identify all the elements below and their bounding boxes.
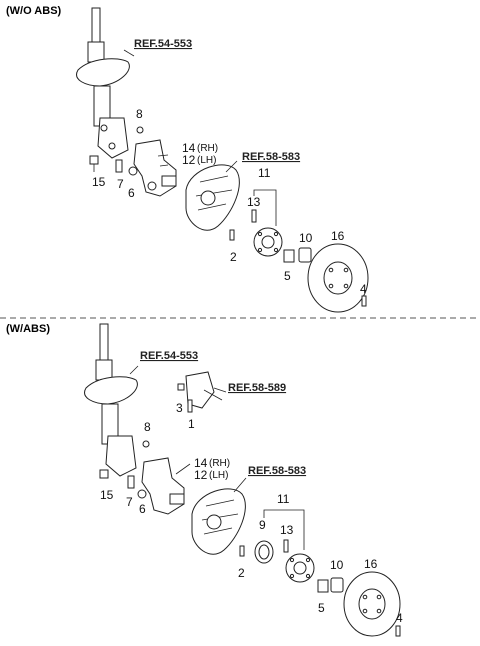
section-without-abs: (W/O ABS) [6, 5, 369, 313]
dust-cover-abs [191, 488, 246, 555]
label-11: 11 [258, 166, 271, 180]
label-4: 4 [360, 282, 367, 296]
hub [253, 227, 283, 257]
ref-strut: REF.54-553 [134, 38, 192, 50]
hub-bolt-13 [251, 209, 257, 223]
label-12-abs: 12 [194, 468, 208, 482]
bolt-15-abs [99, 469, 109, 479]
sensor-1 [187, 399, 193, 413]
brake-disc [307, 243, 369, 313]
label-13: 13 [247, 195, 261, 209]
label-2: 2 [230, 250, 237, 264]
leader-lines-section-1 [123, 49, 238, 173]
label-15: 15 [92, 175, 106, 189]
label-5: 5 [284, 269, 291, 283]
label-3-abs: 3 [176, 401, 183, 415]
hub-bolt-13-abs [283, 539, 289, 553]
steering-knuckle [133, 139, 177, 197]
bolt-7-abs [127, 475, 135, 489]
brake-disc-abs [343, 571, 401, 637]
screw-4-abs [395, 625, 401, 637]
screw-4 [361, 295, 367, 307]
label-6-abs: 6 [139, 502, 146, 516]
label-2-abs: 2 [238, 566, 245, 580]
label-11-abs: 11 [277, 492, 290, 506]
label-15-abs: 15 [100, 488, 114, 502]
section-with-abs: (W/ABS) [6, 323, 403, 637]
nut-8 [136, 126, 144, 134]
dust-cover [185, 164, 240, 231]
label-4-abs: 4 [396, 611, 403, 625]
ref-hub: REF.58-583 [242, 151, 300, 163]
label-14-suffix-abs: (RH) [209, 458, 230, 469]
label-8-abs: 8 [144, 420, 151, 434]
bolt-3 [177, 383, 185, 391]
ref-strut-abs: REF.54-553 [140, 350, 198, 362]
cap-10-abs [330, 577, 344, 593]
label-16: 16 [331, 229, 345, 243]
bracket-11-abs [263, 509, 305, 550]
abs-sensor-bracket [185, 371, 223, 409]
strut-assembly-abs [84, 323, 138, 477]
label-12-suffix-abs: (LH) [209, 470, 228, 481]
label-10: 10 [299, 231, 313, 245]
bolt-15 [89, 155, 99, 172]
label-14: 14 [182, 141, 196, 155]
bolt-2-abs [239, 545, 245, 557]
ref-sensor-abs: REF.58-589 [228, 382, 286, 394]
label-1-abs: 1 [188, 417, 195, 431]
leader-lines-section-2 [129, 365, 247, 493]
nut-6 [128, 166, 138, 176]
label-13-abs: 13 [280, 523, 294, 537]
strut-assembly [76, 7, 130, 159]
label-8: 8 [136, 107, 143, 121]
label-12: 12 [182, 153, 196, 167]
label-14-suffix: (RH) [197, 143, 218, 154]
steering-knuckle-abs [141, 457, 185, 515]
label-14-abs: 14 [194, 456, 208, 470]
bracket-11 [253, 189, 277, 226]
cap-10 [298, 247, 312, 263]
label-10-abs: 10 [330, 558, 344, 572]
label-12-suffix: (LH) [197, 155, 216, 166]
ref-hub-abs: REF.58-583 [248, 465, 306, 477]
hub-abs [285, 553, 315, 583]
nut-6-abs [137, 489, 147, 499]
nut-8-abs [142, 440, 150, 448]
nut-5-abs [317, 579, 329, 593]
section-header-without-abs: (W/O ABS) [6, 5, 62, 17]
label-7-abs: 7 [126, 495, 133, 509]
label-9-abs: 9 [259, 518, 266, 532]
label-7: 7 [117, 177, 124, 191]
nut-5 [283, 249, 295, 263]
label-6: 6 [128, 186, 135, 200]
abs-ring-9 [254, 540, 274, 564]
label-5-abs: 5 [318, 601, 325, 615]
bolt-7 [115, 159, 123, 173]
section-header-with-abs: (W/ABS) [6, 323, 50, 335]
label-16-abs: 16 [364, 557, 378, 571]
bolt-2 [229, 229, 235, 241]
